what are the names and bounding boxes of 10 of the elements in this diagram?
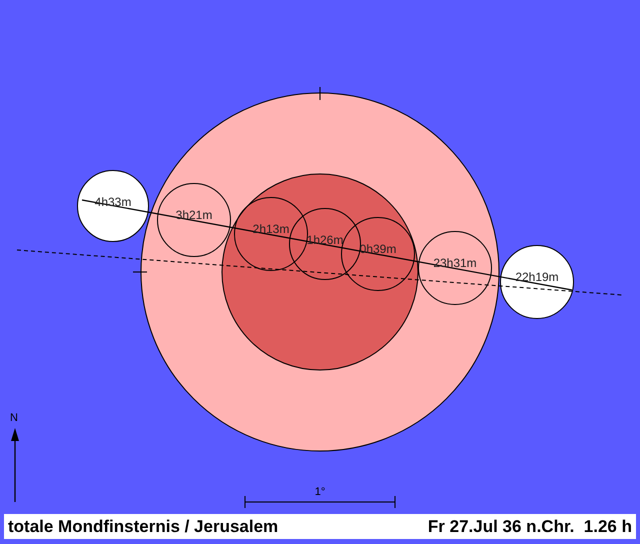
time-label: 1h26m bbox=[306, 233, 344, 247]
north-label: N bbox=[10, 412, 18, 424]
time-label: 22h19m bbox=[515, 270, 559, 284]
footer-date: Fr 27.Jul 36 n.Chr. 1.26 h bbox=[428, 516, 632, 536]
scale-label: 1° bbox=[314, 486, 326, 498]
time-label: 23h31m bbox=[433, 256, 477, 270]
footer-title: totale Mondfinsternis / Jerusalem bbox=[8, 516, 278, 536]
time-label: 4h33m bbox=[94, 195, 132, 209]
time-label: 2h13m bbox=[252, 222, 290, 236]
time-label: 3h21m bbox=[176, 208, 212, 222]
